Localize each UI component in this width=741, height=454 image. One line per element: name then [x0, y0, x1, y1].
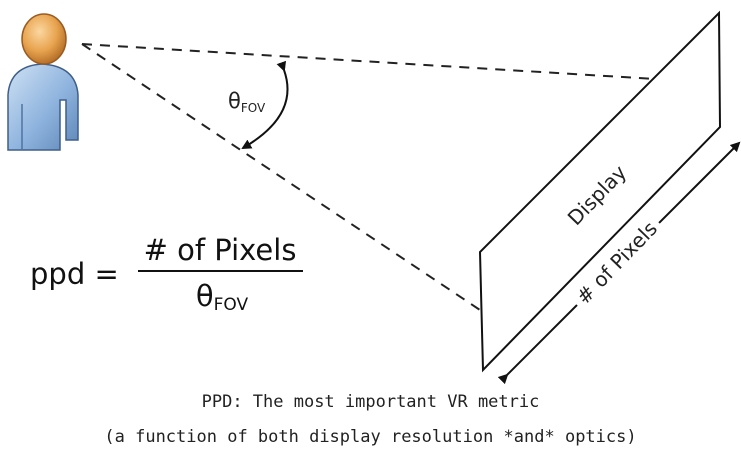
sight-line-bottom — [81, 43, 481, 311]
caption-line-2: (a function of both display resolution *… — [104, 427, 637, 447]
formula-denominator: θFOV — [196, 279, 249, 315]
sight-line-top — [81, 43, 656, 80]
formula-numerator: # of Pixels — [144, 233, 297, 267]
formula-lhs: ppd = — [30, 257, 119, 291]
caption-line-1: PPD: The most important VR metric — [201, 392, 540, 412]
person-icon — [7, 13, 79, 151]
fov-arc — [241, 60, 289, 150]
fov-label: θFOV — [228, 89, 266, 115]
ppd-formula: ppd = # of Pixels θFOV — [30, 233, 303, 315]
pixels-label-background — [566, 211, 666, 313]
